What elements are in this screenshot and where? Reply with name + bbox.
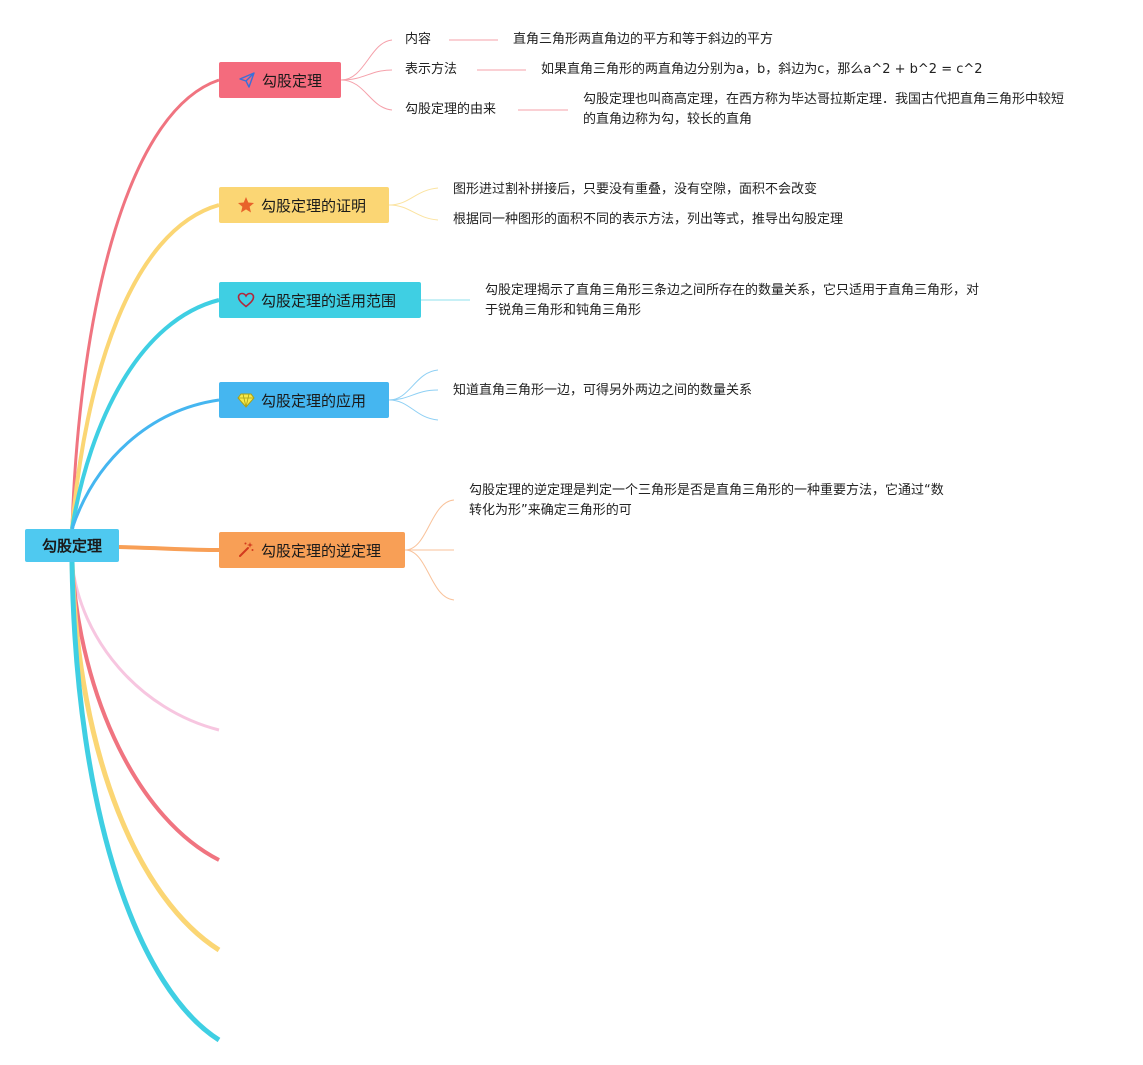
connector-branch-2: [70, 203, 220, 530]
paper-plane-icon: [237, 70, 257, 90]
connector-empty-red: [70, 561, 220, 862]
connector-branch-5: [118, 545, 220, 552]
branch-3-child-1-detail[interactable]: 勾股定理揭示了直角三角形三条边之间所存在的数量关系，它只适用于直角三角形，对于锐…: [485, 283, 980, 318]
branch-1-child-3-detail[interactable]: 勾股定理也叫商高定理，在西方称为毕达哥拉斯定理．我国古代把直角三角形中较短的直角…: [583, 92, 1065, 127]
diamond-icon: [236, 390, 256, 410]
branch-1-child-2-detail[interactable]: 如果直角三角形的两直角边分别为a，b，斜边为c，那么a^2 + b^2 = c^…: [541, 62, 983, 77]
branch-node-3-label: 勾股定理的适用范围: [261, 291, 397, 310]
connector-branch-4: [70, 398, 220, 530]
branch-node-5-label: 勾股定理的逆定理: [261, 541, 382, 560]
branch-node-1-label: 勾股定理: [262, 71, 323, 90]
connector-empty-yellow: [69, 561, 221, 953]
connector-branch-1: [70, 78, 220, 530]
root-node-label: 勾股定理: [41, 537, 102, 555]
magic-wand-icon: [236, 540, 256, 560]
connector-empty-pink: [70, 561, 220, 732]
connector-branch-3: [70, 298, 220, 530]
root-node[interactable]: 勾股定理: [25, 529, 119, 562]
branch-node-1[interactable]: 勾股定理: [219, 62, 341, 98]
branch-1-child-2-label[interactable]: 表示方法: [405, 62, 458, 77]
branch-node-2[interactable]: 勾股定理的证明: [219, 187, 389, 223]
branch-node-2-label: 勾股定理的证明: [261, 196, 367, 215]
connector-empty-cyan: [69, 561, 221, 1043]
branch-1-child-1-detail[interactable]: 直角三角形两直角边的平方和等于斜边的平方: [513, 32, 774, 47]
branch-1-child-1-label[interactable]: 内容: [405, 32, 432, 47]
branch-node-5[interactable]: 勾股定理的逆定理: [219, 532, 405, 568]
branch-node-3[interactable]: 勾股定理的适用范围: [219, 282, 421, 318]
branch-node-4[interactable]: 勾股定理的应用: [219, 382, 389, 418]
heart-icon: [236, 290, 256, 310]
star-icon: [236, 195, 256, 215]
branch-2-child-1-detail[interactable]: 图形进过割补拼接后，只要没有重叠，没有空隙，面积不会改变: [453, 182, 818, 197]
branch-2-child-2-detail[interactable]: 根据同一种图形的面积不同的表示方法，列出等式，推导出勾股定理: [453, 212, 844, 227]
branch-1-child-3-label[interactable]: 勾股定理的由来: [405, 102, 497, 117]
branch-4-child-1-detail[interactable]: 知道直角三角形一边，可得另外两边之间的数量关系: [453, 383, 753, 398]
branch-node-4-label: 勾股定理的应用: [261, 391, 367, 410]
branch-5-child-1-detail[interactable]: 勾股定理的逆定理是判定一个三角形是否是直角三角形的一种重要方法，它通过“数转化为…: [469, 483, 944, 518]
